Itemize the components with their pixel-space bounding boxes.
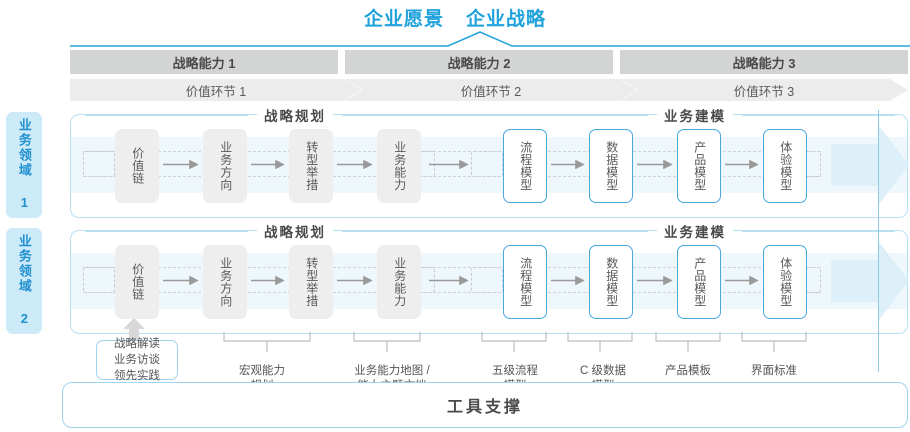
footer-tools-box[interactable]: 战略解读 业务访谈 领先实践 <box>96 338 178 382</box>
section-modeling-label-2: 业务建模 <box>657 221 733 241</box>
enterprise-vision-title: 企业愿景 <box>363 9 444 30</box>
flow-arrow-icon <box>337 160 373 169</box>
domain-1-label: 业务领域 1 <box>16 118 32 212</box>
flow-arrow-icon <box>163 276 199 285</box>
value-chain-3-label: 价值环节 3 <box>733 84 795 99</box>
placeholder-slot <box>471 151 503 177</box>
node-business-direction-1[interactable]: 业务方向 <box>203 129 247 203</box>
header-titles: 企业愿景 企业战略 <box>0 4 910 31</box>
node-transformation-measures-1[interactable]: 转型举措 <box>289 129 333 203</box>
section-rule-left <box>85 114 248 116</box>
section-header-planning-2: 战略规划 <box>85 221 505 241</box>
node-label: 业务能力 <box>392 257 407 307</box>
node-label: 转型举措 <box>304 141 319 191</box>
section-planning-label-2: 战略规划 <box>257 221 333 241</box>
node-business-capability-2[interactable]: 业务能力 <box>377 245 421 319</box>
node-label: 体验模型 <box>778 141 793 191</box>
node-value-chain-2[interactable]: 价值链 <box>115 245 159 319</box>
section-planning-label-1: 战略规划 <box>257 105 333 125</box>
node-label: 流程模型 <box>518 257 533 307</box>
sidebar-item-domain-2[interactable]: 业务领域 2 <box>6 228 42 334</box>
section-header-modeling-1: 业务建模 <box>495 105 895 125</box>
section-modeling-label-1: 业务建模 <box>657 105 733 125</box>
flow-arrow-icon <box>725 276 759 285</box>
section-rule-left <box>495 230 648 232</box>
flow-arrow-icon <box>251 276 285 285</box>
flow-arrow-icon <box>163 160 199 169</box>
node-business-capability-1[interactable]: 业务能力 <box>377 129 421 203</box>
placeholder-slot <box>83 267 115 293</box>
value-chain-2[interactable]: 价值环节 2 <box>345 79 637 101</box>
node-label: 产品模型 <box>692 257 707 307</box>
capability-bar-2[interactable]: 战略能力 2 <box>345 50 613 74</box>
node-data-model-2[interactable]: 数据模型 <box>589 245 633 319</box>
node-value-chain-1[interactable]: 价值链 <box>115 129 159 203</box>
flow-arrow-icon <box>251 160 285 169</box>
node-label: 转型举措 <box>304 257 319 307</box>
capability-bar-2-label: 战略能力 2 <box>447 55 511 71</box>
node-label: 业务方向 <box>218 257 233 307</box>
node-transformation-measures-2[interactable]: 转型举措 <box>289 245 333 319</box>
sidebar-item-domain-1[interactable]: 业务领域 1 <box>6 112 42 218</box>
capability-bar-3[interactable]: 战略能力 3 <box>620 50 908 74</box>
node-label: 业务方向 <box>218 141 233 191</box>
node-label: 产品模型 <box>692 141 707 191</box>
capability-bar-1[interactable]: 战略能力 1 <box>70 50 338 74</box>
flow-arrow-icon <box>337 276 373 285</box>
tool-support-bar[interactable]: 工具支撑 <box>62 382 908 428</box>
capability-bar-1-label: 战略能力 1 <box>172 55 236 71</box>
footer-label-product-template: 产品模板 <box>633 348 743 379</box>
section-header-planning-1: 战略规划 <box>85 105 505 125</box>
node-data-model-1[interactable]: 数据模型 <box>589 129 633 203</box>
placeholder-slot <box>471 267 503 293</box>
node-label: 价值链 <box>130 263 145 301</box>
flow-arrow-icon <box>551 160 585 169</box>
node-label: 价值链 <box>130 147 145 185</box>
footer-tools-box-label: 战略解读 业务访谈 领先实践 <box>114 337 160 383</box>
node-process-model-1[interactable]: 流程模型 <box>503 129 547 203</box>
flow-arrow-icon <box>637 276 673 285</box>
enterprise-strategy-title: 企业战略 <box>466 9 547 30</box>
flow-arrow-icon <box>429 276 469 285</box>
value-chain-2-label: 价值环节 2 <box>460 84 522 99</box>
right-divider-line <box>878 110 880 372</box>
node-business-direction-2[interactable]: 业务方向 <box>203 245 247 319</box>
node-label: 业务能力 <box>392 141 407 191</box>
upward-arrow-icon <box>123 318 145 340</box>
section-rule-left <box>495 114 648 116</box>
node-label: 数据模型 <box>604 141 619 191</box>
capability-bar-3-label: 战略能力 3 <box>732 55 796 71</box>
flow-arrow-icon <box>637 160 673 169</box>
node-product-model-2[interactable]: 产品模型 <box>677 245 721 319</box>
flow-arrow-icon <box>725 160 759 169</box>
section-rule-right <box>342 114 505 116</box>
section-rule-right <box>742 230 895 232</box>
flow-arrow-icon <box>551 276 585 285</box>
footer-label-interface-standard: 界面标准 <box>719 348 829 379</box>
node-label: 数据模型 <box>604 257 619 307</box>
footer-label-text: 界面标准 <box>751 364 797 377</box>
value-chain-1-label: 价值环节 1 <box>185 84 247 99</box>
tool-support-label: 工具支撑 <box>446 399 523 416</box>
flow-arrow-icon <box>429 160 469 169</box>
placeholder-slot <box>83 151 115 177</box>
section-rule-right <box>342 230 505 232</box>
node-experience-model-1[interactable]: 体验模型 <box>763 129 807 203</box>
domain-2-label: 业务领域 2 <box>16 234 32 328</box>
domain-row-2: 战略规划 业务建模 价值链 业务方向 转型举措 业务能力 流程模型 数据模型 <box>70 221 909 334</box>
node-label: 流程模型 <box>518 141 533 191</box>
section-header-modeling-2: 业务建模 <box>495 221 895 241</box>
node-label: 体验模型 <box>778 257 793 307</box>
node-process-model-2[interactable]: 流程模型 <box>503 245 547 319</box>
section-rule-right <box>742 114 895 116</box>
connector-peak-line <box>70 31 910 47</box>
value-chain-3[interactable]: 价值环节 3 <box>620 79 908 101</box>
footer-brace-connectors <box>223 332 807 352</box>
section-rule-left <box>85 230 248 232</box>
node-experience-model-2[interactable]: 体验模型 <box>763 245 807 319</box>
domain-row-1: 战略规划 业务建模 价值链 业务方向 转型举措 业务能力 流程模型 <box>70 105 909 218</box>
footer-label-text: 产品模板 <box>665 364 711 377</box>
value-chain-1[interactable]: 价值环节 1 <box>70 79 362 101</box>
node-product-model-1[interactable]: 产品模型 <box>677 129 721 203</box>
